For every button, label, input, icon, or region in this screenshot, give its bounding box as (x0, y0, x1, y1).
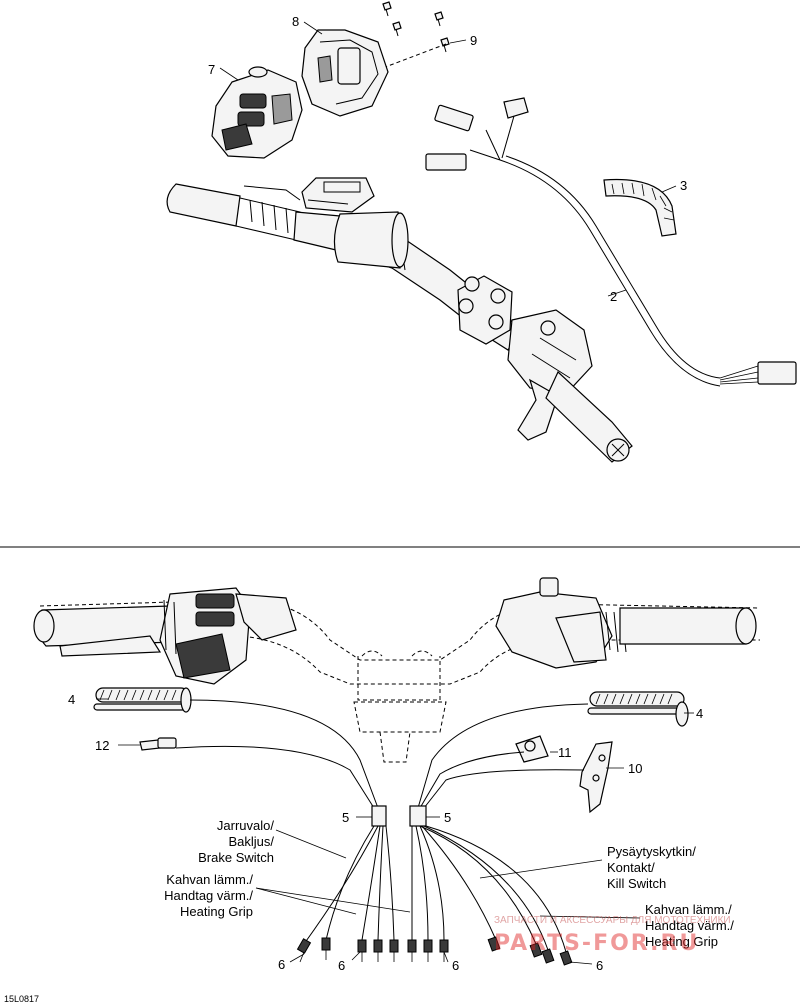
riser-clamps (457, 275, 513, 345)
callout-6-d: 6 (596, 958, 603, 973)
callout-6-c: 6 (452, 958, 459, 973)
svg-text:Kontakt/: Kontakt/ (607, 860, 655, 875)
svg-text:Jarruvalo/: Jarruvalo/ (217, 818, 274, 833)
svg-text:Brake Switch: Brake Switch (198, 850, 274, 865)
svg-text:Kahvan lämm./: Kahvan lämm./ (166, 872, 253, 887)
wiring-harness (425, 97, 797, 387)
kill-switch-part (515, 735, 549, 763)
svg-text:Handtag värm./: Handtag värm./ (164, 888, 253, 903)
svg-text:Kill Switch: Kill Switch (607, 876, 666, 891)
callout-5-right: 5 (444, 810, 451, 825)
wiring (175, 699, 589, 966)
upper-assembly (166, 1, 797, 463)
lower-leaders (96, 698, 694, 965)
switch-housing-cover (301, 29, 389, 117)
screws (329, 1, 450, 89)
callout-6-a: 6 (278, 957, 285, 972)
switch-bracket (579, 741, 613, 814)
svg-text:Heating Grip: Heating Grip (180, 904, 253, 919)
callout-7: 7 (208, 62, 215, 77)
heating-grip-right-label: Kahvan lämm./ Handtag värm./ Heating Gri… (645, 902, 734, 949)
svg-text:Bakljus/: Bakljus/ (228, 834, 274, 849)
watermark: ЗАПЧАСТИ И АКСЕССУАРЫ ДЛЯ МОТОТЕХНИКИ PA… (494, 915, 731, 956)
watermark-logo: PARTS-FOR.RU (494, 931, 699, 956)
callout-4-right: 4 (696, 706, 703, 721)
lower-left-grip (33, 605, 177, 657)
svg-text:Heating Grip: Heating Grip (645, 934, 718, 949)
lower-assembly (33, 577, 761, 966)
watermark-text: ЗАПЧАСТИ И АКСЕССУАРЫ ДЛЯ МОТОТЕХНИКИ (494, 915, 731, 926)
callout-10: 10 (628, 761, 642, 776)
right-control-block (507, 309, 593, 395)
svg-text:Pysäytyskytkin/: Pysäytyskytkin/ (607, 844, 696, 859)
upper-leaders (219, 21, 677, 297)
svg-text:Handtag värm./: Handtag värm./ (645, 918, 734, 933)
brake-switch-label: Jarruvalo/ Bakljus/ Brake Switch (198, 818, 274, 865)
figure-code: 15L0817 (4, 994, 39, 1004)
heating-grip-left-label: Kahvan lämm./ Handtag värm./ Heating Gri… (164, 872, 253, 919)
lower-right-control (495, 577, 627, 669)
temperature-sensor (139, 737, 177, 751)
callout-2: 2 (610, 289, 617, 304)
switch-housing (211, 66, 303, 159)
terminals (296, 936, 573, 966)
callout-9: 9 (470, 33, 477, 48)
callout-5-left: 5 (342, 810, 349, 825)
heating-element-right (587, 691, 689, 727)
lower-left-switch-housing (159, 587, 297, 685)
right-grip (545, 370, 633, 463)
callout-8: 8 (292, 14, 299, 29)
bar-clamp-sleeve (333, 211, 409, 269)
callout-4-left: 4 (68, 692, 75, 707)
lower-right-grip (619, 607, 757, 645)
brake-master-switch (301, 177, 375, 213)
callout-12: 12 (95, 738, 109, 753)
left-grip (166, 183, 301, 241)
callout-6-b: 6 (338, 958, 345, 973)
heating-element-coil (603, 178, 677, 237)
svg-text:Kahvan lämm./: Kahvan lämm./ (645, 902, 732, 917)
heating-element-left (93, 687, 192, 713)
kill-switch-label: Pysäytyskytkin/ Kontakt/ Kill Switch (607, 844, 696, 891)
callout-3: 3 (680, 178, 687, 193)
callout-11: 11 (558, 745, 572, 760)
